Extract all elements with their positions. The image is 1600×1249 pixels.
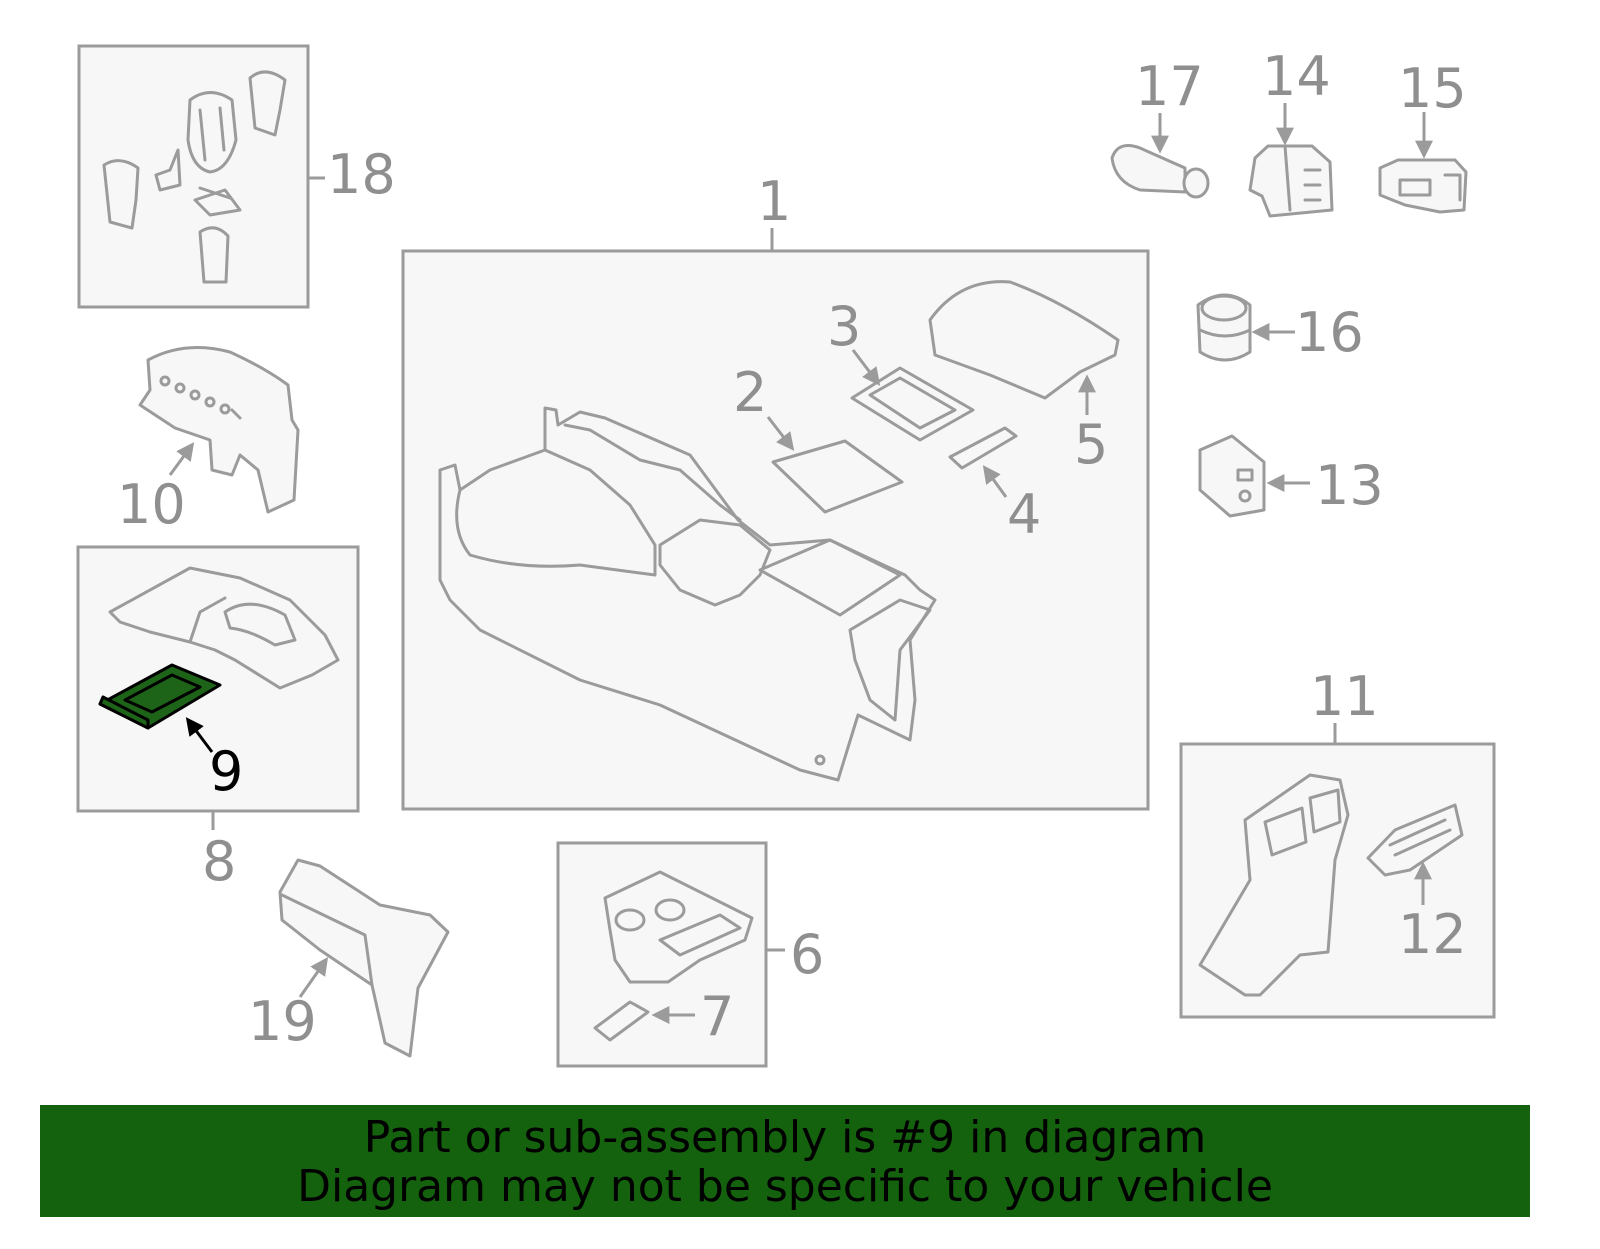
side-trim-part	[278, 858, 450, 1058]
callout-10: 10	[117, 473, 186, 536]
part-19-side-trim	[278, 858, 450, 1058]
part-15-switch	[1378, 112, 1468, 214]
callout-11: 11	[1310, 665, 1379, 728]
group-8-shifter-trim	[76, 545, 360, 830]
callout-3: 3	[827, 295, 861, 358]
socket-part	[1196, 293, 1252, 362]
knob-part	[102, 159, 140, 230]
callout-8: 8	[202, 830, 236, 893]
group-11-rear-panel	[1179, 723, 1496, 1019]
knob-part	[248, 70, 287, 137]
group-6-cup-holder	[556, 841, 785, 1068]
cup-holder-insert-part	[593, 1000, 650, 1042]
knob-part	[198, 226, 230, 284]
cup-holder-part	[603, 870, 754, 984]
latch-part	[948, 426, 1018, 470]
callout-5: 5	[1074, 413, 1108, 476]
callout-18: 18	[327, 143, 396, 206]
storage-tray-part	[850, 366, 975, 442]
callout-7: 7	[700, 985, 734, 1048]
info-banner: Part or sub-assembly is #9 in diagram Di…	[40, 1105, 1530, 1217]
callout-9: 9	[209, 740, 243, 803]
usb-port-part	[1198, 434, 1266, 518]
callout-19: 19	[248, 990, 317, 1053]
callout-13: 13	[1315, 454, 1384, 517]
part-10-shift-bezel	[138, 346, 300, 514]
callout-12: 12	[1398, 903, 1467, 966]
banner-line-1: Part or sub-assembly is #9 in diagram	[363, 1112, 1207, 1163]
knob-part	[154, 148, 182, 192]
callout-4: 4	[1007, 483, 1041, 546]
group-1-center-console	[401, 228, 1150, 811]
part-17-power-outlet	[1110, 113, 1210, 199]
switch-part	[1378, 158, 1468, 214]
power-outlet-part	[1110, 144, 1187, 194]
bezel-part	[138, 346, 300, 514]
part-13-usb-port	[1198, 434, 1310, 518]
callout-6: 6	[790, 923, 824, 986]
rear-panel-part	[1198, 773, 1350, 997]
callout-2: 2	[733, 361, 767, 424]
part-14-switch	[1248, 103, 1334, 218]
group-18-shift-knobs	[77, 44, 325, 309]
callout-1: 1	[757, 170, 791, 233]
callout-17: 17	[1135, 55, 1204, 118]
callout-14: 14	[1262, 45, 1331, 108]
banner-line-2: Diagram may not be specific to your vehi…	[297, 1161, 1273, 1212]
callout-15: 15	[1398, 57, 1467, 120]
part-16-socket	[1196, 293, 1295, 362]
armrest-lid-part	[928, 280, 1120, 400]
group-box-8	[76, 545, 360, 813]
console-lid-insert-part	[771, 439, 904, 514]
callout-16: 16	[1295, 301, 1364, 364]
trim-panel-part	[108, 566, 340, 690]
knob-part	[186, 91, 238, 174]
